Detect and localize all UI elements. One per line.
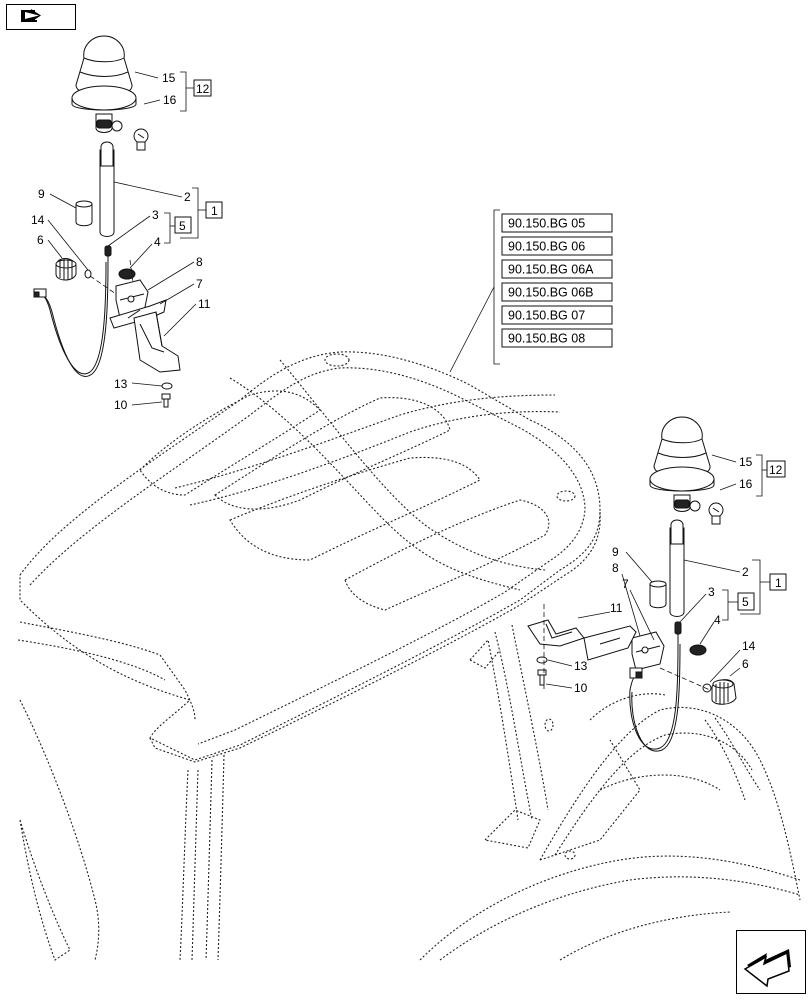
left-bracket-11 <box>133 311 181 373</box>
right-callout-2: 2 <box>742 565 749 579</box>
right-knob-nut <box>711 679 737 705</box>
left-callout-1: 1 <box>211 204 218 218</box>
left-beacon-lamp <box>71 35 137 133</box>
left-callout-7: 7 <box>196 277 203 291</box>
left-knob-nut <box>55 258 77 281</box>
right-bracket-7 <box>583 625 637 661</box>
reference-box[interactable] <box>501 259 613 279</box>
reference-box[interactable] <box>501 236 613 256</box>
right-callout-12: 12 <box>769 463 783 477</box>
left-callout-13: 13 <box>114 377 128 391</box>
reference-link[interactable]: 90.150.BG 06B <box>508 286 593 300</box>
reference-link[interactable]: 90.150.BG 08 <box>508 332 585 346</box>
left-callout-11: 11 <box>198 297 211 311</box>
left-callout-3: 3 <box>152 208 159 222</box>
reference-link[interactable]: 90.150.BG 07 <box>508 309 585 323</box>
right-callouts: 15 16 12 9 2 1 8 7 3 5 11 4 13 14 10 <box>545 454 787 695</box>
right-callout-14: 14 <box>742 639 756 653</box>
left-kit-5-box <box>174 216 192 234</box>
left-callout-5: 5 <box>179 219 186 233</box>
left-cable <box>39 261 107 375</box>
next-page-arrow-icon <box>743 949 791 988</box>
right-kit-1-box <box>769 573 787 591</box>
right-callout-4: 4 <box>714 613 721 627</box>
left-beacon-assembly <box>33 35 181 408</box>
reference-list: 90.150.BG 05 90.150.BG 06 90.150.BG 06A 90.… <box>449 209 613 373</box>
right-beacon-mast <box>669 519 685 617</box>
right-kit-5-box <box>737 592 755 611</box>
reference-box[interactable] <box>501 213 613 233</box>
reference-box[interactable] <box>501 328 613 348</box>
right-sleeve <box>649 580 667 609</box>
reference-link[interactable]: 90.150.BG 06A <box>508 263 594 277</box>
right-bracket-8 <box>631 631 665 671</box>
left-callout-15: 15 <box>162 71 176 85</box>
left-callout-4: 4 <box>154 235 161 249</box>
left-callout-2: 2 <box>184 190 191 204</box>
left-washer <box>84 269 92 279</box>
right-callout-8: 8 <box>612 561 619 575</box>
right-callout-7: 7 <box>622 577 629 591</box>
right-callout-3: 3 <box>708 585 715 599</box>
right-beacon-lamp <box>649 416 715 512</box>
left-plug <box>104 245 112 262</box>
left-callout-14: 14 <box>31 213 45 227</box>
previous-page-button[interactable] <box>6 4 76 30</box>
left-callout-6: 6 <box>37 233 44 247</box>
right-callout-6: 6 <box>742 657 749 671</box>
reference-box[interactable] <box>501 282 613 302</box>
left-beacon-mast <box>99 141 115 237</box>
left-sleeve <box>75 200 93 227</box>
right-callout-13: 13 <box>574 659 588 673</box>
left-callout-8: 8 <box>196 255 203 269</box>
left-callout-9: 9 <box>38 187 45 201</box>
left-callout-10: 10 <box>114 398 128 412</box>
book-arrow-icon <box>7 5 74 28</box>
left-kit-12-box <box>193 79 212 97</box>
left-grommet <box>118 268 136 280</box>
right-callout-9: 9 <box>612 545 619 559</box>
right-callout-15: 15 <box>739 455 753 469</box>
left-washer-13 <box>161 382 173 390</box>
reference-link[interactable]: 90.150.BG 05 <box>508 217 585 231</box>
reference-link[interactable]: 90.150.BG 06 <box>508 240 585 254</box>
left-bracket-7 <box>109 299 167 329</box>
left-callout-16: 16 <box>163 93 177 107</box>
right-plug <box>674 621 682 644</box>
left-callout-12: 12 <box>196 82 210 96</box>
right-callout-10: 10 <box>574 681 588 695</box>
right-bolt <box>537 669 547 686</box>
right-callout-16: 16 <box>739 477 753 491</box>
right-callout-1: 1 <box>775 576 782 590</box>
right-callout-5: 5 <box>742 595 749 609</box>
right-bulb <box>708 502 724 525</box>
left-callouts: 15 16 12 9 2 1 14 3 5 6 4 8 7 11 13 <box>31 71 223 412</box>
right-kit-12-box <box>766 460 786 478</box>
reference-box[interactable] <box>501 305 613 325</box>
right-bracket-11 <box>527 619 585 647</box>
cab-roof <box>17 351 801 961</box>
left-bulb <box>133 128 149 151</box>
left-kit-1-box <box>205 201 223 219</box>
right-washer-13 <box>536 656 548 664</box>
right-grommet <box>689 644 707 656</box>
left-bolt <box>161 393 171 408</box>
right-beacon-assembly <box>527 416 737 752</box>
right-callout-11: 11 <box>610 601 623 615</box>
right-washer <box>702 683 712 693</box>
next-page-button[interactable] <box>736 930 806 994</box>
